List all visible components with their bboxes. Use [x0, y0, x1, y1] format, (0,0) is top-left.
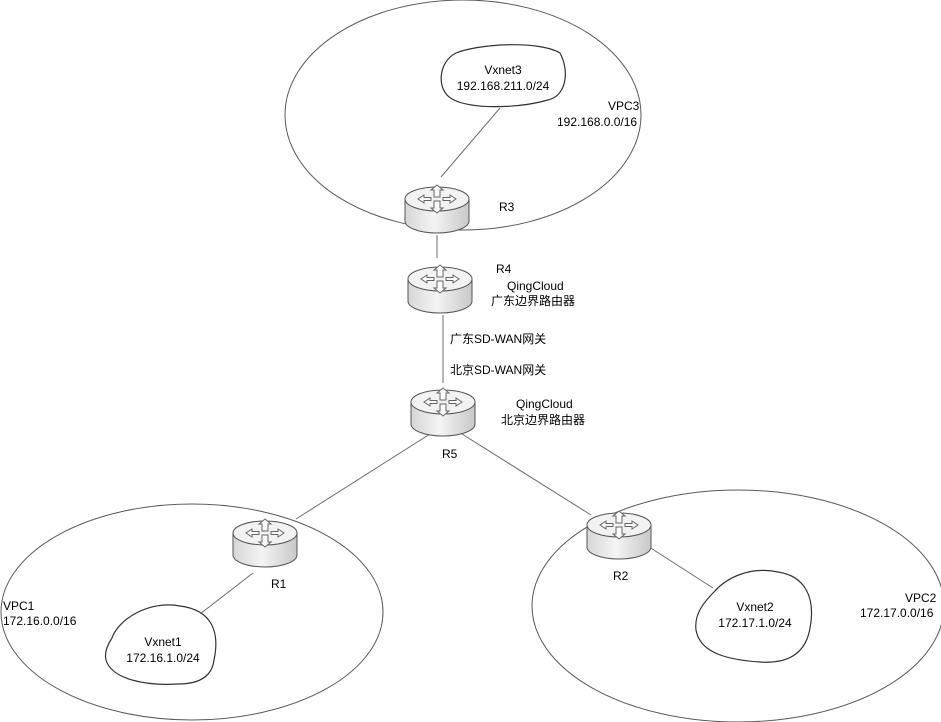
- vpc3-cidr: 192.168.0.0/16: [557, 115, 637, 129]
- router-r3-icon[interactable]: [404, 184, 470, 234]
- link-r2-vxnet2: [645, 544, 714, 589]
- vxnet1-cidr: 172.16.1.0/24: [126, 651, 200, 665]
- link-r3-vxnet3: [440, 107, 501, 178]
- router-r1-label: R1: [271, 577, 287, 591]
- guangdong-gateway-label: 广东SD-WAN网关: [450, 332, 546, 346]
- router-r2-icon[interactable]: [586, 510, 652, 560]
- router-r5-label: R5: [442, 447, 458, 461]
- vxnet3-cidr: 192.168.211.0/24: [457, 79, 550, 93]
- vpc3-name: VPC3: [608, 99, 640, 113]
- vxnet1-cloud: [104, 604, 217, 685]
- vxnet2-cloud: [695, 569, 813, 663]
- router-r4-desc1: QingCloud: [507, 279, 564, 293]
- router-r2-label: R2: [613, 569, 629, 583]
- router-r4-desc2: 广东边界路由器: [491, 293, 575, 308]
- vxnet1-name: Vxnet1: [144, 635, 182, 649]
- router-r1-icon[interactable]: [232, 518, 298, 568]
- link-r5-r1: [295, 433, 431, 520]
- vpc2-cidr: 172.17.0.0/16: [860, 606, 934, 620]
- router-r3-label: R3: [499, 200, 515, 214]
- vpc1-cidr: 172.16.0.0/16: [3, 614, 77, 628]
- vxnet3-name: Vxnet3: [484, 63, 522, 77]
- router-r4-icon[interactable]: [407, 264, 473, 314]
- vxnet2-name: Vxnet2: [736, 600, 774, 614]
- vpc2-name: VPC2: [905, 591, 937, 605]
- router-r5-desc1: QingCloud: [516, 397, 573, 411]
- vxnet3-cloud: [440, 44, 566, 108]
- beijing-gateway-label: 北京SD-WAN网关: [450, 363, 546, 377]
- router-r5-icon[interactable]: [410, 387, 476, 437]
- link-r1-vxnet1: [199, 572, 254, 615]
- router-r4-label: R4: [496, 262, 512, 276]
- router-r5-desc2: 北京边界路由器: [501, 412, 585, 427]
- vpc1-name: VPC1: [3, 599, 35, 613]
- vxnet2-cidr: 172.17.1.0/24: [718, 616, 792, 630]
- link-r5-r2: [461, 433, 592, 516]
